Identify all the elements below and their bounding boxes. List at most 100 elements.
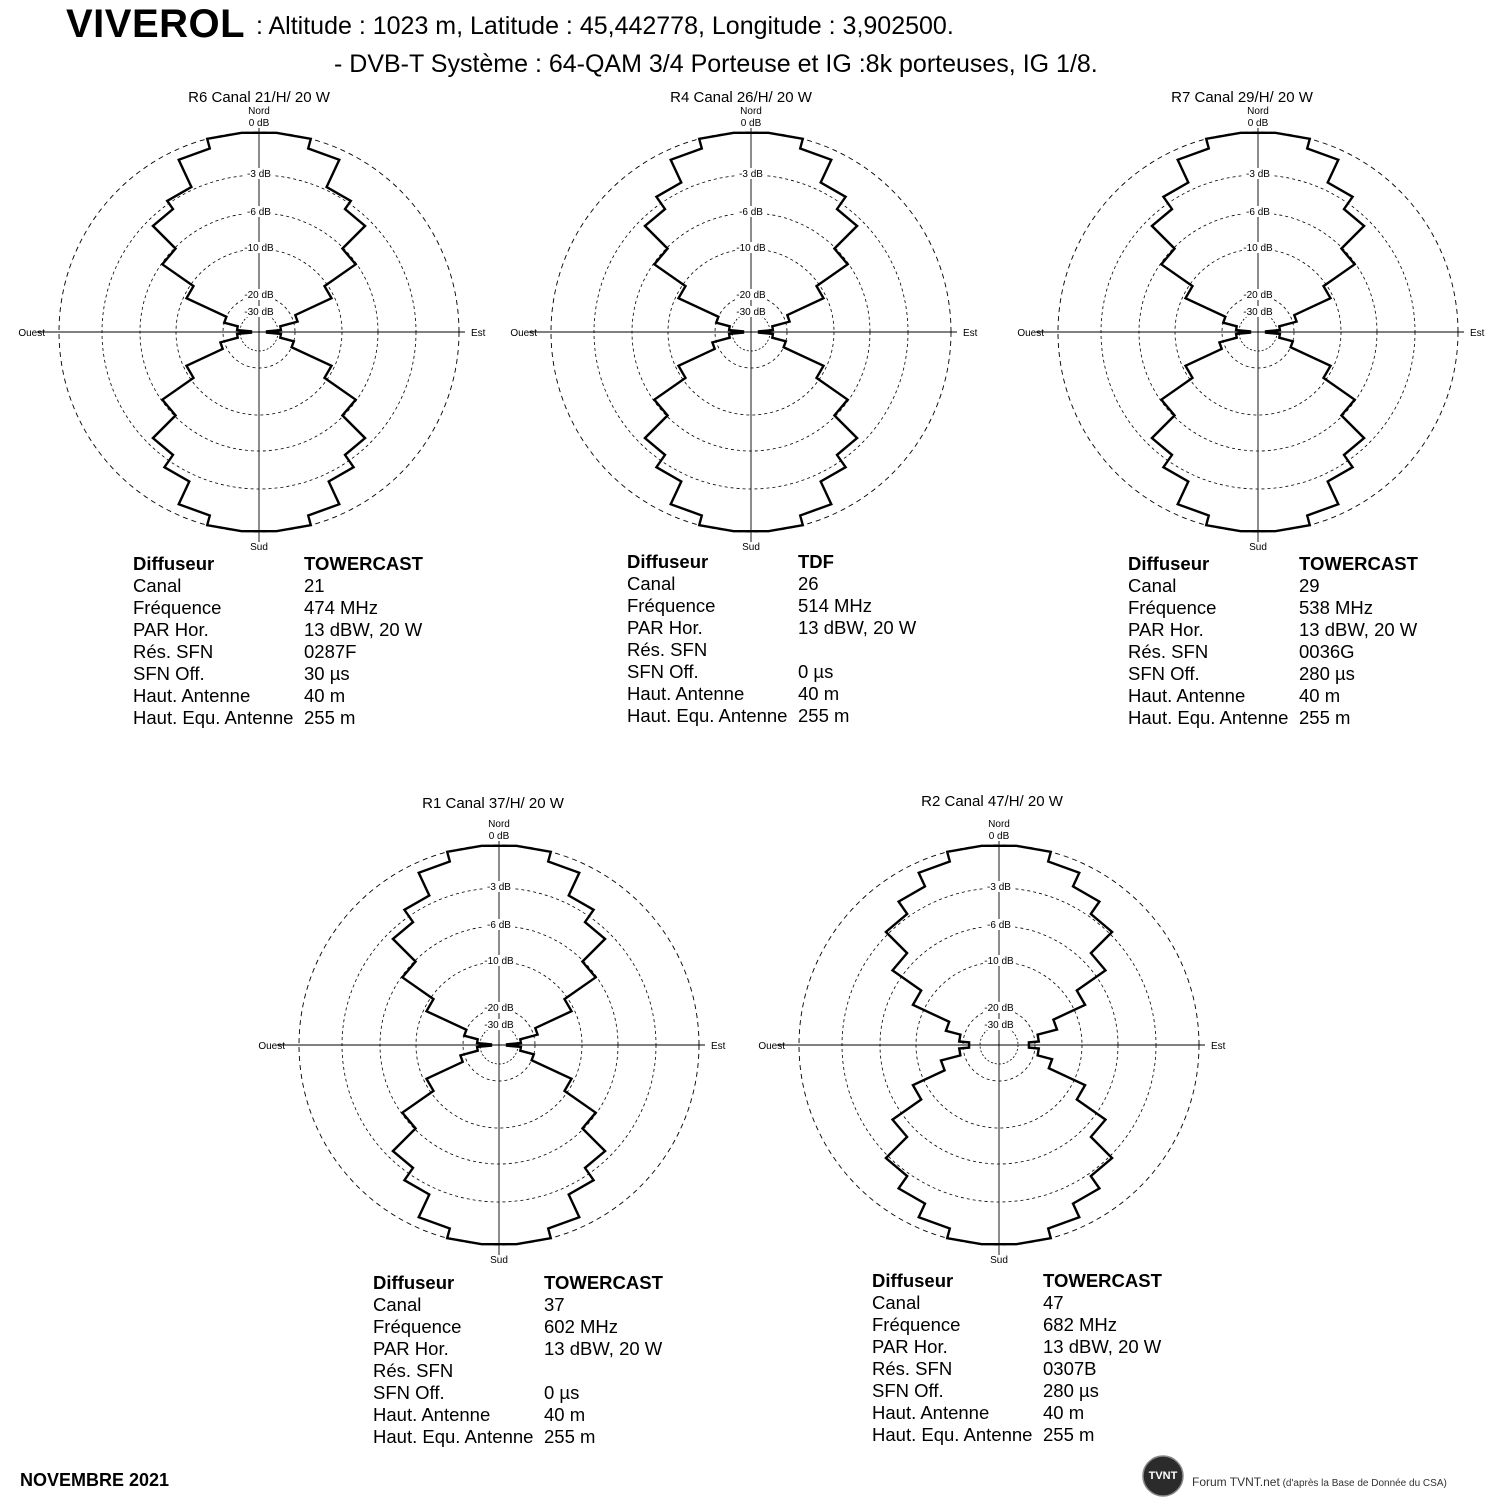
info-key: SFN Off.	[133, 663, 205, 684]
ring-label: -3 dB	[739, 169, 763, 180]
ring-label-bg	[483, 919, 515, 930]
tvnt-logo-icon: TVNT	[1142, 1455, 1184, 1497]
publication-date: NOVEMBRE 2021	[20, 1470, 170, 1490]
info-value: 255 m	[798, 705, 850, 726]
ring-label: -10 dB	[484, 956, 514, 967]
info-row-res-sfn: Rés. SFN	[627, 639, 916, 661]
info-value: 40 m	[798, 683, 840, 704]
east-label: Est	[711, 1041, 726, 1052]
north-label: Nord	[988, 819, 1010, 830]
ring-label-bg	[735, 306, 767, 317]
info-value: 0307B	[1043, 1358, 1097, 1379]
site-parameters: : Altitude : 1023 m, Latitude : 45,44277…	[256, 12, 954, 40]
ring-label: -6 dB	[739, 207, 763, 218]
info-key: Haut. Equ. Antenne	[1128, 707, 1289, 728]
info-value: 538 MHz	[1299, 597, 1374, 618]
ring-label: -3 dB	[247, 169, 271, 180]
diagram-title: R1 Canal 37/H/ 20 W	[422, 795, 565, 812]
south-label: Sud	[990, 1255, 1008, 1266]
polar-diagram: R1 Canal 37/H/ 20 W 0 dB -3 dB -6 dB -10 dB -…	[258, 795, 726, 1266]
north-label: Nord	[740, 106, 762, 117]
info-key: Haut. Equ. Antenne	[627, 705, 788, 726]
info-key: PAR Hor.	[133, 619, 209, 640]
ring-label: 0 dB	[489, 831, 510, 842]
info-value: 13 dBW, 20 W	[798, 617, 917, 638]
info-row-par: PAR Hor.13 dBW, 20 W	[373, 1338, 663, 1360]
info-key: SFN Off.	[627, 661, 699, 682]
ring-label: -20 dB	[1243, 290, 1273, 301]
info-key: Fréquence	[872, 1314, 961, 1335]
info-row-par: PAR Hor. 13 dBW, 20 W	[1128, 619, 1418, 641]
ring-label: -10 dB	[984, 956, 1014, 967]
info-key: Fréquence	[373, 1316, 462, 1337]
info-row-sfn-off: SFN Off.280 µs	[1128, 663, 1418, 685]
ring-label-bg	[983, 881, 1015, 892]
ring-label-bg	[735, 117, 767, 128]
info-value: TOWERCAST	[1299, 553, 1418, 574]
info-row-sfn-off: SFN Off.0 µs	[627, 661, 916, 683]
info-key: Haut. Antenne	[627, 683, 745, 704]
ring-label-bg	[243, 242, 275, 253]
info-value: 29	[1299, 575, 1320, 596]
info-key: Haut. Antenne	[133, 685, 251, 706]
ring-label-bg	[243, 168, 275, 179]
ring-label-bg	[735, 206, 767, 217]
info-key: Canal	[627, 573, 676, 594]
east-label: Est	[1470, 328, 1485, 339]
diagram-title: R4 Canal 26/H/ 20 W	[670, 89, 813, 106]
north-label: Nord	[248, 106, 270, 117]
west-label: Ouest	[18, 328, 45, 339]
ring-label: -20 dB	[736, 290, 766, 301]
info-key: Diffuseur	[133, 553, 215, 574]
ring-label-bg	[243, 289, 275, 300]
ring-label-bg	[243, 306, 275, 317]
ring-label: -6 dB	[247, 207, 271, 218]
ring-label: -20 dB	[484, 1003, 514, 1014]
info-value: TOWERCAST	[304, 553, 423, 574]
ring-label: -30 dB	[984, 1020, 1014, 1031]
ring-label: -30 dB	[484, 1020, 514, 1031]
info-value: 514 MHz	[798, 595, 873, 616]
credit-link[interactable]: Forum TVNT.net	[1192, 1475, 1280, 1489]
source-credit[interactable]: Forum TVNT.net (d'après la Base de Donné…	[1192, 1475, 1447, 1489]
info-key: Haut. Antenne	[373, 1404, 491, 1425]
info-row-haut-antenne: Haut. Antenne 40 m	[627, 683, 916, 705]
info-key: Diffuseur	[872, 1270, 954, 1291]
diagram-title: R7 Canal 29/H/ 20 W	[1171, 89, 1314, 106]
info-value: 13 dBW, 20 W	[1299, 619, 1418, 640]
info-value: 0 µs	[544, 1382, 580, 1403]
info-value: 255 m	[304, 707, 356, 728]
info-value: 30 µs	[304, 663, 350, 684]
ring-label-bg	[983, 919, 1015, 930]
info-value: 13 dBW, 20 W	[544, 1338, 663, 1359]
west-label: Ouest	[758, 1041, 785, 1052]
info-key: Canal	[373, 1294, 422, 1315]
info-key: Canal	[1128, 575, 1177, 596]
radiation-pattern	[884, 844, 1114, 1246]
ring-label: -3 dB	[1246, 169, 1270, 180]
info-key: PAR Hor.	[1128, 619, 1204, 640]
ring-label: -3 dB	[487, 882, 511, 893]
ring-label-bg	[483, 1002, 515, 1013]
diagram-title: R6 Canal 21/H/ 20 W	[188, 89, 331, 106]
ring-label-bg	[483, 881, 515, 892]
ring-label: -30 dB	[736, 307, 766, 318]
info-value: TOWERCAST	[544, 1272, 663, 1293]
info-row-sfn-off: SFN Off.0 µs	[373, 1382, 663, 1404]
ring-label: -6 dB	[487, 920, 511, 931]
info-key: Haut. Antenne	[1128, 685, 1246, 706]
ring-label: -10 dB	[244, 243, 274, 254]
info-value: 474 MHz	[304, 597, 379, 618]
ring-label-bg	[735, 242, 767, 253]
ring-label-bg	[1242, 306, 1274, 317]
